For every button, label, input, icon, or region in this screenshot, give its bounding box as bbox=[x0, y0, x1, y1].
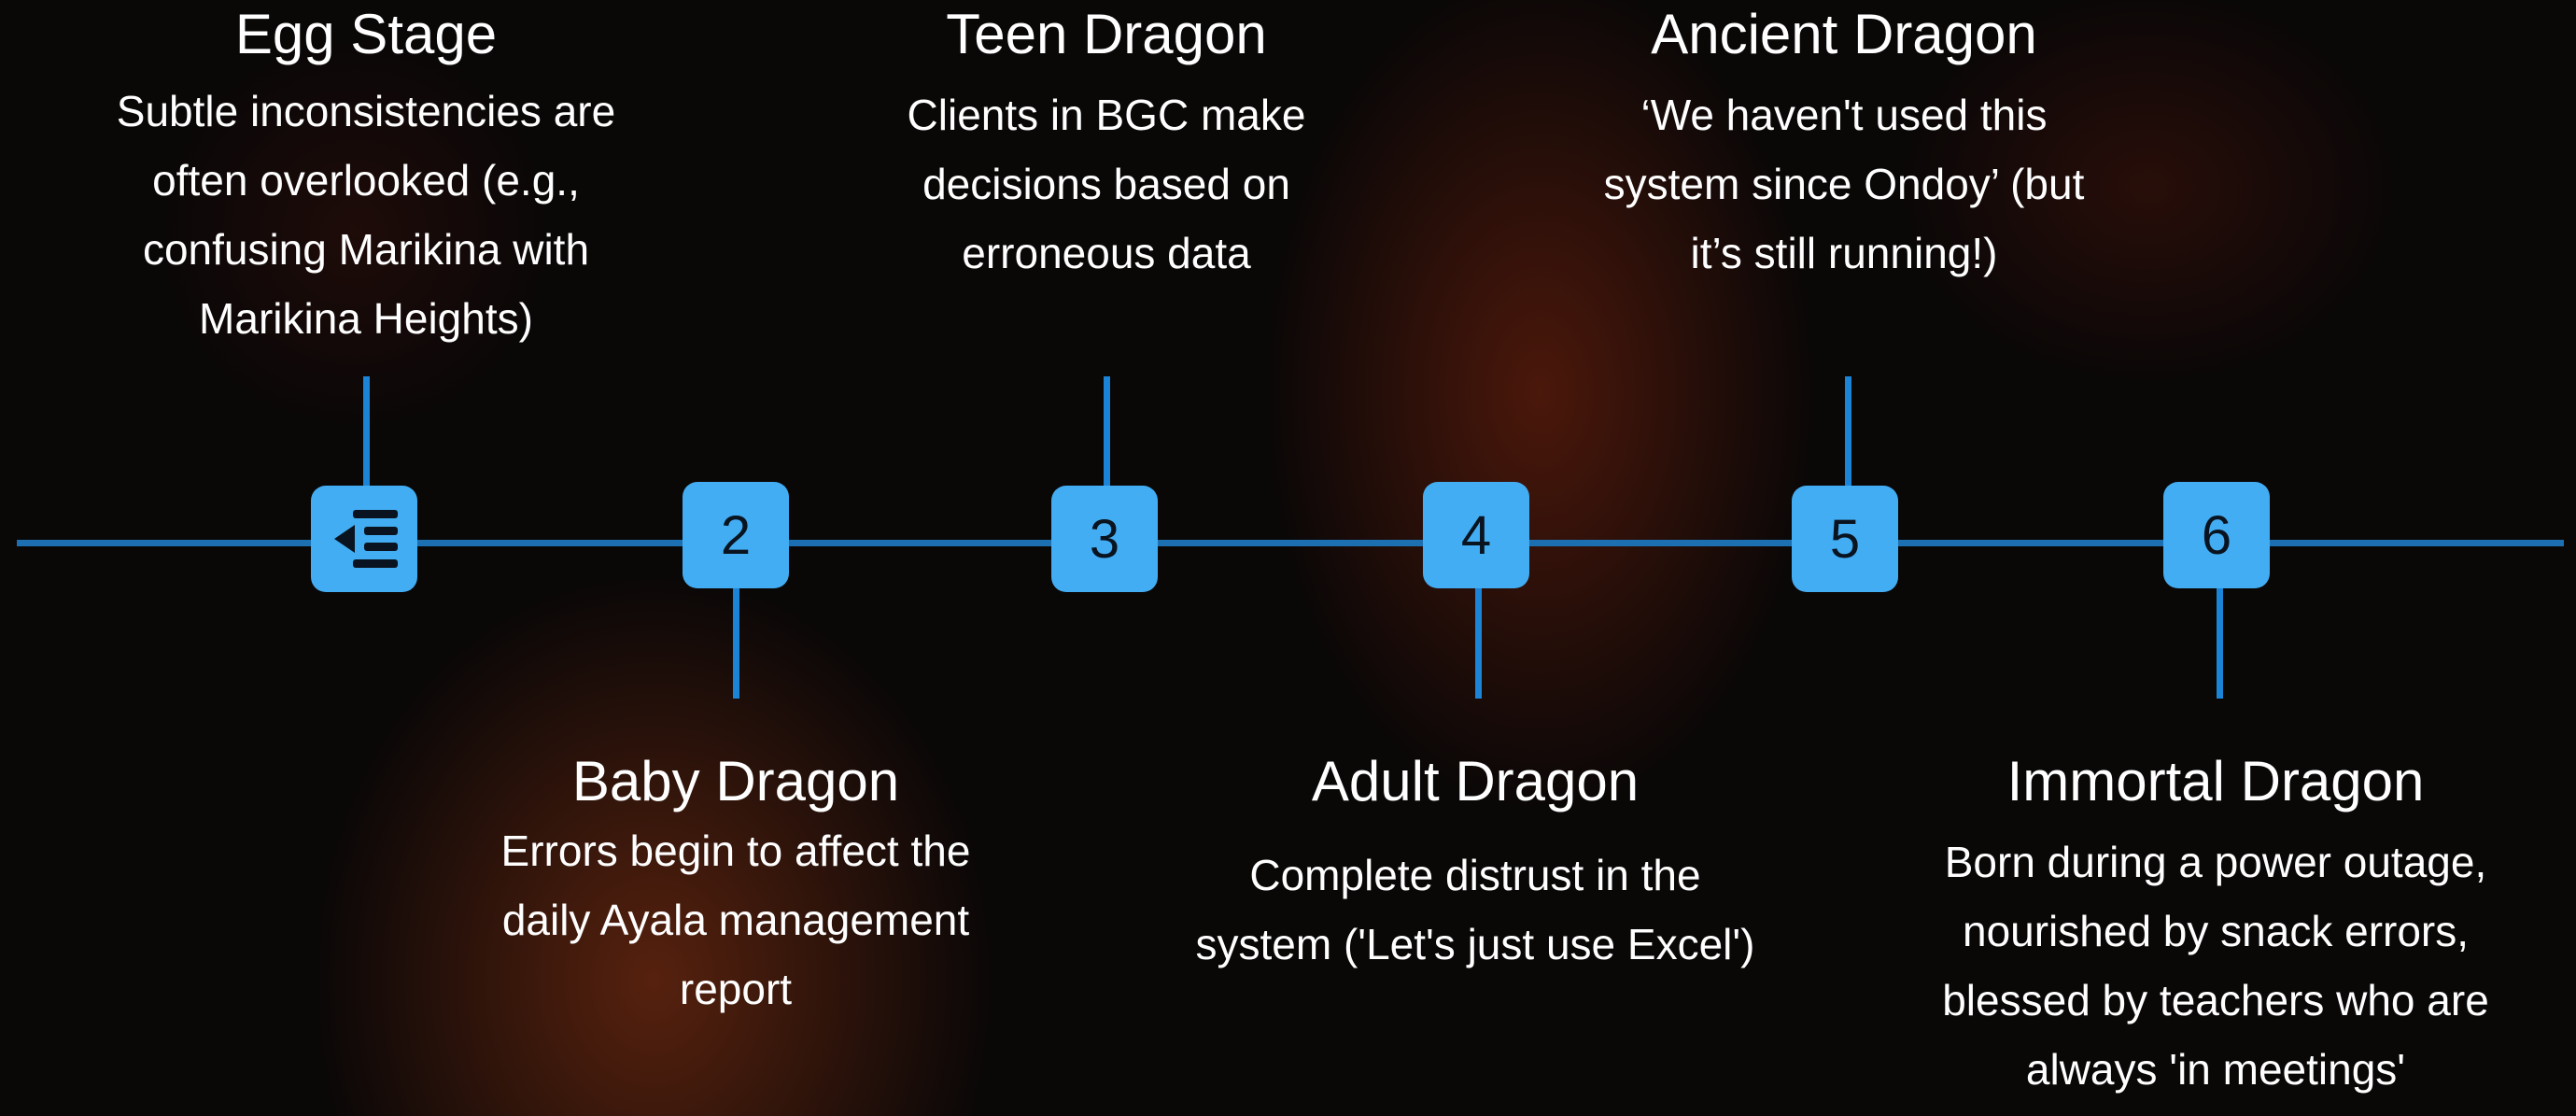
stage-1-marker bbox=[311, 486, 417, 592]
stage-6-label: Immortal Dragon Born during a power outa… bbox=[1936, 747, 2496, 1104]
stage-3-number: 3 bbox=[1089, 508, 1120, 570]
stage-4-description: Complete distrust in the system ('Let's … bbox=[1195, 851, 1755, 968]
stage-1-label: Egg Stage Subtle inconsistencies are oft… bbox=[86, 0, 646, 353]
connector-stage-4 bbox=[1475, 588, 1482, 699]
stage-4-number: 4 bbox=[1460, 504, 1492, 566]
connector-stage-1 bbox=[363, 376, 370, 488]
stage-2-marker: 2 bbox=[683, 482, 789, 588]
stage-2-description: Errors begin to affect the daily Ayala m… bbox=[500, 826, 971, 1013]
stage-5-marker: 5 bbox=[1792, 486, 1898, 592]
stage-5-description: ‘We haven't used this system since Ondoy… bbox=[1603, 91, 2085, 277]
stage-1-title: Egg Stage bbox=[234, 3, 498, 65]
indent-list-icon bbox=[327, 506, 401, 572]
stage-2-label: Baby Dragon Errors begin to affect the d… bbox=[456, 747, 1016, 1024]
connector-stage-5 bbox=[1845, 376, 1851, 488]
stage-2-number: 2 bbox=[720, 504, 752, 566]
stage-3-label: Teen Dragon Clients in BGC make decision… bbox=[826, 0, 1387, 288]
stage-1-description: Subtle inconsistencies are often overloo… bbox=[116, 87, 616, 343]
stage-3-title: Teen Dragon bbox=[946, 3, 1267, 65]
stage-3-description: Clients in BGC make decisions based on e… bbox=[907, 91, 1306, 277]
stage-5-label: Ancient Dragon ‘We haven't used this sys… bbox=[1564, 0, 2124, 288]
stage-3-marker: 3 bbox=[1051, 486, 1158, 592]
stage-4-marker: 4 bbox=[1423, 482, 1529, 588]
connector-stage-6 bbox=[2217, 588, 2223, 699]
stage-5-number: 5 bbox=[1829, 508, 1861, 570]
stage-4-title: Adult Dragon bbox=[1311, 750, 1640, 812]
stage-4-label: Adult Dragon Complete distrust in the sy… bbox=[1195, 747, 1755, 979]
stage-6-title: Immortal Dragon bbox=[2006, 750, 2425, 812]
connector-stage-2 bbox=[733, 588, 739, 699]
timeline-line bbox=[17, 540, 2564, 546]
stage-6-description: Born during a power outage, nourished by… bbox=[1942, 838, 2489, 1094]
stage-2-title: Baby Dragon bbox=[571, 750, 900, 812]
connector-stage-3 bbox=[1104, 376, 1110, 488]
stage-6-marker: 6 bbox=[2163, 482, 2270, 588]
stage-6-number: 6 bbox=[2201, 504, 2232, 566]
stage-5-title: Ancient Dragon bbox=[1651, 3, 2037, 65]
